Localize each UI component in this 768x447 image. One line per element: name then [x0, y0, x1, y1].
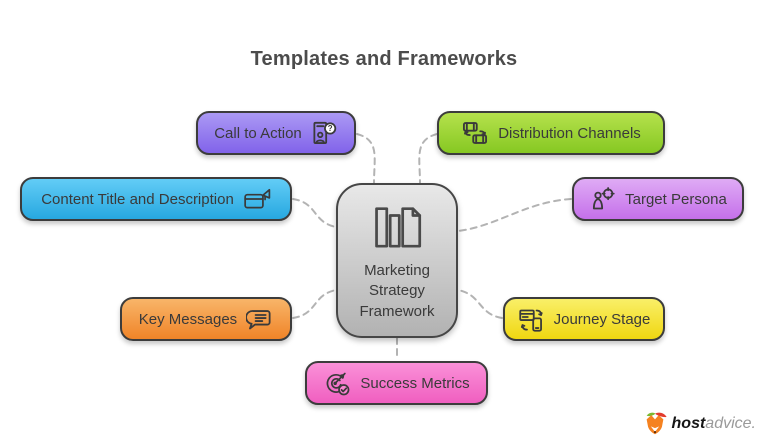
node-content-title-description-label: Content Title and Description	[41, 190, 234, 208]
card-megaphone-icon	[244, 188, 271, 209]
node-success-metrics-label: Success Metrics	[360, 374, 470, 392]
page-title: Templates and Frameworks	[250, 48, 518, 70]
node-journey-stage-label: Journey Stage	[553, 310, 651, 328]
presentation-question-icon: ?	[313, 121, 336, 144]
connector-key-messages	[292, 289, 337, 319]
node-marketing-strategy-framework: Marketing Strategy Framework	[336, 183, 458, 338]
node-distribution-channels: Distribution Channels	[437, 111, 665, 155]
node-key-messages-label: Key Messages	[138, 310, 238, 328]
person-target-icon	[593, 186, 615, 209]
node-journey-stage: Journey Stage	[503, 297, 665, 341]
devices-sync-icon	[463, 122, 488, 144]
center-node-label: Marketing Strategy Framework	[359, 261, 434, 322]
svg-text:?: ?	[327, 123, 332, 132]
hostadvice-logo: hostadvice.	[642, 411, 756, 437]
center-label-line3: Framework	[359, 302, 435, 320]
center-label-line2: Strategy	[369, 282, 425, 300]
connector-distribution-channels	[418, 133, 438, 184]
speech-bubble-icon	[246, 309, 271, 329]
node-content-title-description: Content Title and Description	[20, 177, 292, 221]
node-call-to-action: Call to Action ?	[196, 111, 356, 155]
brand-name-light: advice.	[705, 415, 756, 432]
fox-logo-icon	[646, 412, 667, 435]
node-call-to-action-label: Call to Action	[214, 124, 302, 142]
node-target-persona-label: Target Persona	[625, 190, 727, 208]
connector-call-to-action	[356, 133, 376, 184]
brand-name-bold: host	[671, 415, 706, 432]
target-dart-check-icon	[327, 372, 350, 396]
connector-journey-stage	[457, 289, 503, 319]
center-label-line1: Marketing	[364, 262, 430, 279]
node-distribution-channels-label: Distribution Channels	[498, 124, 641, 142]
node-success-metrics: Success Metrics	[305, 361, 488, 405]
connector-content-title	[292, 198, 337, 228]
books-icon	[375, 207, 422, 248]
node-key-messages: Key Messages	[120, 297, 292, 341]
screen-phone-sync-icon	[518, 309, 543, 332]
node-target-persona: Target Persona	[572, 177, 744, 221]
connector-target-persona	[457, 198, 572, 232]
brand-name: hostadvice.	[672, 415, 756, 433]
